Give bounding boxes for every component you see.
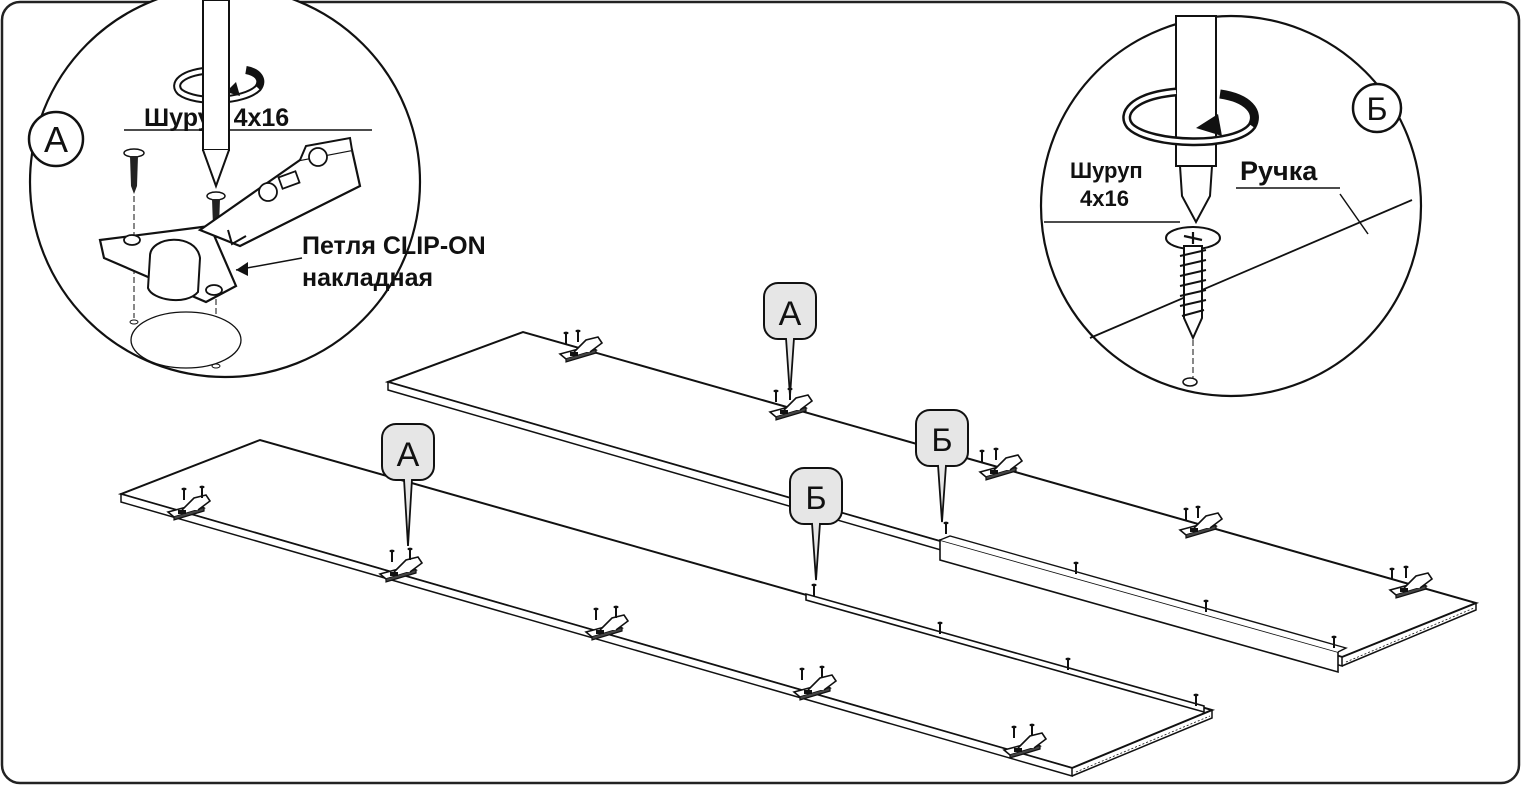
handle-profile	[939, 535, 1348, 674]
svg-text:Б: Б	[806, 480, 827, 516]
detail-a-hinge-label-line2: накладная	[302, 264, 433, 292]
screw-icon	[1165, 226, 1221, 387]
svg-text:А: А	[44, 119, 68, 160]
handle-edge-line	[1089, 199, 1413, 339]
detail-b-screw-label-line1: Шуруп	[1070, 158, 1143, 183]
screwdriver-icon	[1175, 15, 1217, 225]
screw-icon	[123, 148, 145, 325]
screwdriver-icon	[202, 0, 230, 189]
callout-tag-b-upper: Б	[915, 409, 969, 523]
callout-tag-b-lower: Б	[789, 467, 843, 581]
callout-tag-a-upper: А	[763, 282, 817, 397]
hinge-clip-on-icon	[98, 136, 362, 304]
detail-a-marker: А	[27, 110, 85, 168]
detail-a-hinge-label-line1: Петля CLIP-ON	[302, 232, 486, 260]
detail-b-screw-label-line2: 4х16	[1080, 186, 1129, 211]
svg-text:А: А	[779, 295, 802, 333]
handle-profile	[805, 592, 1205, 714]
detail-circle-b: Б Ручка Шуруп 4х16	[1039, 14, 1423, 398]
callout-tag-a-lower: А	[381, 423, 435, 547]
detail-b-marker: Б	[1351, 82, 1403, 134]
svg-text:Б: Б	[1367, 91, 1388, 127]
svg-text:А: А	[397, 436, 420, 474]
rotation-arrow-icon	[1122, 87, 1259, 147]
upper-door-panel	[384, 330, 1480, 674]
detail-b-handle-label: Ручка	[1240, 156, 1318, 186]
svg-text:Б: Б	[932, 422, 953, 458]
detail-circle-a: А Шуруп 4х16	[27, 0, 486, 379]
